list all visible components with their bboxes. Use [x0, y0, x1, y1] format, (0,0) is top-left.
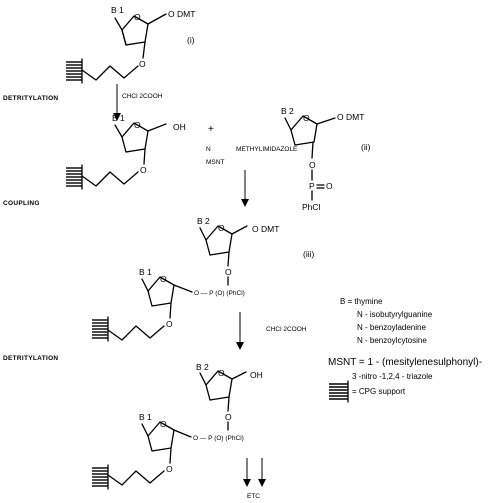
s4-dimer-base-label: B 1	[139, 267, 152, 277]
step-coupling: COUPLING	[3, 200, 40, 207]
s3-5prime-group: O DMT	[337, 112, 364, 122]
s4-cpg-support	[92, 316, 109, 342]
plus-sign: +	[208, 124, 214, 135]
s3-compound-number: (ii)	[361, 142, 371, 152]
arrow-4	[243, 458, 251, 487]
s2-cpg-support	[66, 164, 83, 190]
s4-3prime-oxygen: O	[225, 267, 232, 277]
s3-phosphorus: P	[309, 181, 315, 191]
structure-3: B 2 O O DMT (ii) O P O PhCl	[281, 106, 371, 212]
s5-phosphate-link: O — P (O) (PhCl)	[193, 435, 244, 442]
arrow-2	[241, 170, 249, 207]
s5-cpg-support	[92, 464, 109, 490]
arrow-1	[113, 84, 121, 121]
s1-cpg-support	[66, 58, 83, 84]
s1-3prime-oxygen: O	[139, 59, 146, 69]
s4-phosphate-link: O — P (O) (PhCl)	[194, 290, 245, 297]
legend-b-item-2: N - benzoyladenine	[357, 323, 426, 332]
legend-msnt-line-2: 3 -nitro -1,2,4 - triazole	[352, 372, 433, 381]
structure-2: B 1 O OH O	[66, 113, 186, 190]
s4-dimer-ring-oxygen: O	[160, 274, 167, 284]
s1-base-label: B 1	[111, 5, 124, 15]
legend-b-item-1: N - isobutyrylguanine	[357, 310, 433, 319]
s3-phosphoryl-oxygen: O	[326, 181, 333, 191]
s1-ring-oxygen: O	[134, 12, 141, 22]
s5-dimer-ring-oxygen: O	[160, 419, 167, 429]
s3-phenyl-chloride: PhCl	[302, 202, 321, 212]
s3-ring-oxygen: O	[303, 113, 310, 123]
s5-base-label: B 2	[196, 362, 209, 372]
structure-4: B 2 O O DMT (iii) O O — P (O) (PhCl) B 1…	[92, 216, 314, 342]
s5-dimer-base-label: B 1	[139, 412, 152, 422]
step-detritylation-2: DETRITYLATION	[3, 355, 58, 362]
reagent-acid-1: CHCl 2COOH	[122, 93, 163, 100]
structure-1: B 1 O O DMT O (i)	[66, 5, 195, 84]
s4-dimer-3prime-oxygen: O	[166, 319, 173, 329]
legend-msnt-line-1: MSNT = 1 - (mesitylenesulphonyl)-	[328, 357, 482, 368]
s5-ring-oxygen: O	[218, 368, 225, 378]
s2-5prime-group: OH	[173, 122, 186, 132]
s3-3prime-oxygen: O	[309, 160, 316, 170]
legend-cpg-swatch	[329, 380, 349, 403]
s1-compound-number: (i)	[187, 35, 195, 45]
s4-compound-number: (iii)	[303, 249, 314, 259]
s4-base-label: B 2	[197, 216, 210, 226]
etc-label: ETC	[247, 493, 260, 500]
legend: B = thymine N - isobutyrylguanine N - be…	[328, 297, 482, 403]
s2-ring-oxygen: O	[134, 120, 141, 130]
reagent-msnt: MSNT	[206, 159, 224, 166]
s5-3prime-oxygen: O	[225, 412, 232, 422]
legend-b-definition: B = thymine	[340, 297, 383, 306]
s2-base-label: B 1	[112, 113, 125, 123]
reagent-methylimidazole: METHYLIMIDAZOLE	[236, 146, 298, 153]
arrow-5	[258, 458, 266, 487]
s3-base-label: B 2	[281, 106, 294, 116]
step-detritylation-1: DETRITYLATION	[3, 95, 58, 102]
structure-5: B 2 O OH O O — P (O) (PhCl) B 1 O O	[92, 362, 263, 490]
s4-ring-oxygen: O	[218, 223, 225, 233]
reagent-n: N	[206, 146, 211, 153]
s1-5prime-group: O DMT	[168, 9, 195, 19]
s5-5prime-group: OH	[250, 370, 263, 380]
arrow-3	[236, 312, 244, 350]
s4-5prime-group: O DMT	[252, 224, 279, 234]
legend-b-item-3: N - benzoylcytosine	[357, 336, 427, 345]
s5-dimer-3prime-oxygen: O	[166, 464, 173, 474]
reagent-acid-2: CHCl 2COOH	[266, 326, 307, 333]
legend-cpg-label: = CPG support	[352, 387, 406, 396]
s2-3prime-oxygen: O	[140, 165, 147, 175]
